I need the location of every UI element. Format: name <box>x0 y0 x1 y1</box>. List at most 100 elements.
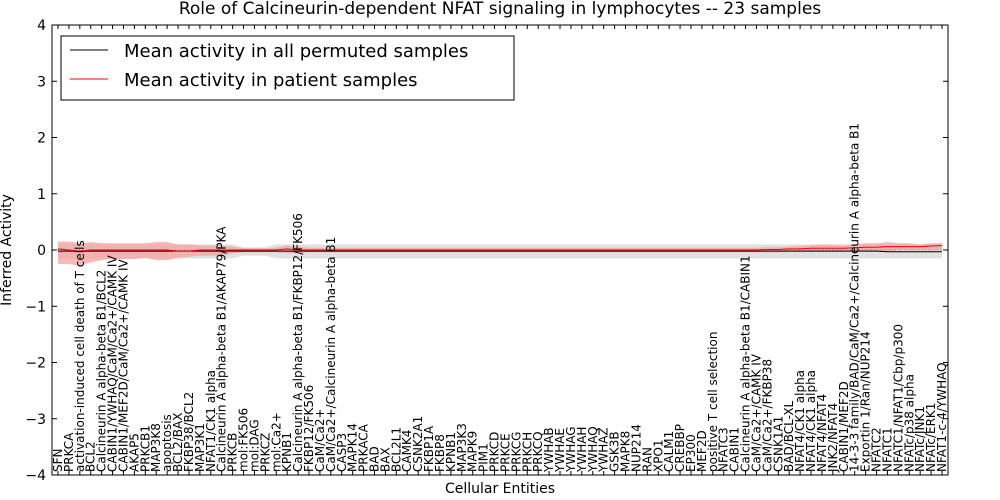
x-tick-label: mol:FK506 <box>237 408 251 472</box>
legend-box <box>60 35 515 101</box>
x-axis-label: Cellular Entities <box>445 481 555 497</box>
x-tick-label: BAX <box>378 447 392 472</box>
x-tick-label: PIM1 <box>477 443 491 472</box>
x-tick-label: BCL2 <box>84 441 98 472</box>
x-tick-label: NFAT4/CK1 alpha <box>804 370 818 472</box>
x-tick-label: MAPK8 <box>619 431 633 472</box>
x-tick-label: CABIN1 <box>728 427 742 472</box>
y-axis-label: Inferred Activity <box>0 194 15 306</box>
x-tick-label: MAP3K1 <box>193 423 207 472</box>
y-tick-label: −3 <box>25 412 46 428</box>
x-tick-label: NFATc/ERK1 <box>924 403 938 472</box>
x-tick-label: BAD <box>367 446 381 472</box>
x-tick-label: Calcineurin A alpha-beta B1/AKAP79/PKA <box>215 226 229 472</box>
x-tick-label: CALM1 <box>662 431 676 472</box>
x-tick-label: SFN <box>51 449 65 473</box>
y-tick-label: −1 <box>25 299 46 315</box>
x-tick-label: YWHAB <box>542 427 556 473</box>
x-tick-label: NFATC1/NFAT1/Cbp/p300 <box>891 324 905 472</box>
x-tick-label: PRKCB <box>226 433 240 472</box>
x-tick-label: Calcineurin A alpha-beta B1/BCL2 <box>95 270 109 472</box>
x-tick-label: FKBP8 <box>433 434 447 472</box>
x-tick-label: FKBP38/BCL2 <box>182 392 196 472</box>
x-tick-label: CaM/Ca2+/CAMK IV <box>749 353 763 472</box>
x-tick-label: XPO1 <box>651 439 665 472</box>
y-tick-label: −4 <box>25 468 46 484</box>
x-tick-label: YWHAZ <box>597 427 611 473</box>
x-tick-label: MAP3K8 <box>149 423 163 472</box>
patient-mean-line <box>57 245 943 252</box>
x-tick-label: NFATc/JNK1 <box>913 406 927 472</box>
patient-band <box>58 241 942 266</box>
x-tick-label: NFAT4/CK1 alpha <box>793 370 807 472</box>
x-tick-label: CAMK4 <box>400 430 414 472</box>
x-tick-label: EP300 <box>684 434 698 472</box>
x-tick-label: MAPK14 <box>346 423 360 472</box>
x-tick-label: BCL2L1 <box>389 427 403 472</box>
x-tick-label: CABIN1/YWHAQ/CaM/Ca2+/CAMK IV <box>106 255 120 472</box>
x-tick-label: Exportin 1/Ran/NUP214 <box>859 331 873 472</box>
x-tick-label: mol:DAG <box>247 419 261 472</box>
x-tick-label: PRKCQ <box>531 431 545 472</box>
x-tick-label: BAD/BCL-XL <box>782 400 796 472</box>
x-tick-label: GSK3B <box>608 431 622 472</box>
x-tick-label: mol:Ca2+ <box>269 412 283 472</box>
x-tick-label: BCL2/BAX <box>171 413 185 472</box>
x-tick-label: PRKCD <box>488 432 502 472</box>
x-tick-label: FKBP12/FK506 <box>302 385 316 472</box>
legend: Mean activity in all permuted samples Me… <box>60 35 515 101</box>
x-tick-label: CABIN1/MEF2D <box>837 381 851 472</box>
legend-label-patient: Mean activity in patient samples <box>124 70 418 91</box>
y-tick-label: −2 <box>25 356 46 372</box>
x-tick-label: NFAT1-c-4/YWHAQ <box>935 362 949 472</box>
x-tick-label: NFATC2 <box>870 427 884 472</box>
y-tick-label: 3 <box>37 74 46 90</box>
x-tick-label: NFAT4/NFAT4 <box>815 394 829 472</box>
y-tick-label: 4 <box>37 18 46 34</box>
x-tick-label: NFATC3 <box>717 427 731 472</box>
x-tick-label: PRKCB1 <box>138 425 152 472</box>
x-tick-label: AKAP5 <box>127 433 141 472</box>
x-tick-label: KPNB1 <box>444 432 458 472</box>
x-tick-label: PRKACA <box>357 423 371 472</box>
x-tick-label: YWHAH <box>575 427 589 473</box>
x-tick-label: PRKCG <box>509 432 523 472</box>
x-tick-label: YWHAQ <box>586 426 600 473</box>
x-tick-label: PRKCZ <box>258 433 272 472</box>
x-tick-label: PRKCE <box>498 433 512 472</box>
x-tick-label: JNK2/NFAT4 <box>826 403 840 473</box>
x-tick-label: MAP3K3 <box>455 423 469 472</box>
x-tick-label: CSNK2A1 <box>411 416 425 472</box>
x-tick-label: Calcineurin A alpha-beta B1/FKBP12/FK506 <box>291 213 305 472</box>
chart-title: Role of Calcineurin-dependent NFAT signa… <box>179 0 821 19</box>
x-tick-label: FKBP1A <box>422 425 436 472</box>
y-tick-label: 0 <box>37 243 46 259</box>
permuted-mean-line <box>58 250 942 253</box>
x-tick-label: PRKCH <box>520 432 534 472</box>
x-tick-label: CASP3 <box>335 433 349 472</box>
x-tick-label: NFAT1/CK1 alpha <box>204 370 218 472</box>
x-tick-label: MAPK9 <box>466 431 480 472</box>
x-tick-label: Calcineurin A alpha-beta B1/CABIN1 <box>739 255 753 472</box>
x-tick-label: activation-induced cell death of T cells <box>73 240 87 472</box>
x-tick-label: NFATc/p38 alpha <box>902 374 916 472</box>
y-tick-label: 2 <box>37 131 46 147</box>
x-tick-label: NUP214 <box>629 424 643 472</box>
x-tick-label: KPNB1 <box>280 432 294 472</box>
x-tick-label: 14-3-3 family/BAD/CaM/Ca2+/Calcineurin A… <box>848 123 862 472</box>
legend-label-permuted: Mean activity in all permuted samples <box>124 41 468 62</box>
y-tick-label: 1 <box>37 187 46 203</box>
x-tick-label: CaM/Ca2+/Calcineurin A alpha-beta B1 <box>324 237 338 472</box>
x-tick-label: apoptosis <box>160 414 174 472</box>
x-tick-label: positive T cell selection <box>706 332 720 472</box>
x-tick-label: YWHAG <box>564 426 578 473</box>
x-tick-label: CABIN1/MEF2D/CaM/Ca2+/CAMK IV <box>116 258 130 472</box>
x-tick-label: PRKCA <box>62 432 76 472</box>
x-tick-label: NFATC1 <box>880 427 894 472</box>
x-tick-label: MEF2D <box>695 430 709 472</box>
x-tick-label: YWHAE <box>553 428 567 473</box>
plot-area <box>52 241 948 266</box>
x-tick-label: CSNK1A1 <box>771 416 785 472</box>
x-tick-label: CaM/Ca2+ <box>313 408 327 472</box>
